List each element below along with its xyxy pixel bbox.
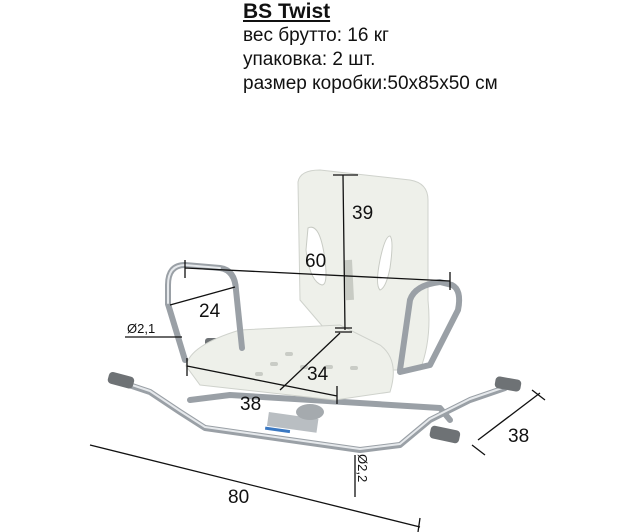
label-seat-width: 38: [240, 394, 261, 415]
product-info: BS Twist вес брутто: 16 кг упаковка: 2 ш…: [243, 0, 498, 96]
dim-line-armrest: [169, 286, 236, 306]
frame-rear-tube: [187, 392, 453, 423]
label-armrest-tube: Ø2,1: [127, 321, 155, 336]
label-width: 60: [305, 251, 326, 272]
dim-line-seat-width: [186, 358, 338, 404]
label-length: 80: [228, 487, 249, 508]
grip: [429, 425, 461, 444]
box-size: размер коробки:50x85x50 см: [243, 73, 498, 94]
seat: [185, 324, 394, 401]
dim-line-frame-depth: [471, 389, 546, 456]
dimension-lines: [89, 174, 546, 532]
chair-illustration: [107, 169, 522, 453]
package-quantity: упаковка: 2 шт.: [243, 49, 376, 70]
product-title: BS Twist: [243, 0, 331, 23]
label-armrest-depth: 24: [199, 301, 221, 322]
grip: [107, 371, 135, 389]
backrest: [297, 169, 430, 371]
gross-weight: вес брутто: 16 кг: [243, 25, 389, 46]
label-frame-tube: Ø2,2: [355, 454, 370, 482]
label-backrest-height: 39: [352, 203, 373, 224]
dim-line-backrest: [333, 174, 358, 333]
dim-line-length: [89, 444, 421, 532]
label-seat-depth: 34: [307, 364, 329, 385]
swivel-mechanism: [296, 404, 324, 420]
grip: [494, 376, 522, 392]
dim-line-width: [184, 260, 451, 290]
dimension-labels: 39 60 24 Ø2,1 34 38 38 80 Ø2,2: [127, 203, 529, 508]
label-frame-depth: 38: [508, 426, 529, 447]
right-armrest: [397, 279, 463, 375]
dim-line-seat-depth: [279, 332, 341, 391]
